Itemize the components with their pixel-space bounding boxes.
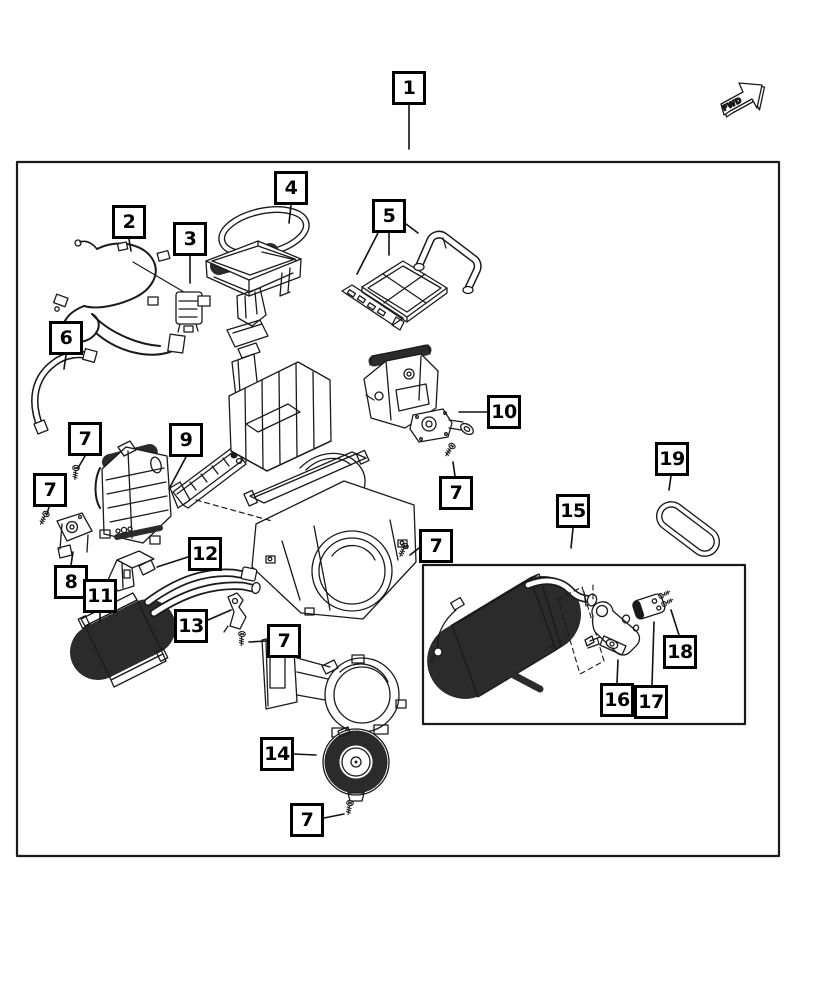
center-housing-drawing <box>228 353 332 472</box>
leader-line-8 <box>70 551 74 566</box>
callout-13[interactable]: 13 <box>174 609 208 643</box>
callout-3[interactable]: 3 <box>173 222 207 256</box>
callout-7c[interactable]: 7 <box>439 476 473 510</box>
leader-line-7d <box>409 547 420 556</box>
cabin-filter-drawing <box>341 230 482 331</box>
callout-12[interactable]: 12 <box>188 537 222 571</box>
leader-line-7b <box>46 506 50 515</box>
callout-2[interactable]: 2 <box>112 205 146 239</box>
callout-11[interactable]: 11 <box>83 579 117 613</box>
valve-bracket-drawing <box>584 601 641 656</box>
vent-actuator-drawing <box>409 408 474 443</box>
blower-motor-drawing <box>322 726 390 802</box>
callout-10[interactable]: 10 <box>487 395 521 429</box>
callout-4[interactable]: 4 <box>274 171 308 205</box>
blend-actuator-drawing <box>56 512 93 559</box>
lower-housing-drawing <box>195 449 417 620</box>
leader-line-7f <box>323 813 345 819</box>
left-housing-drawing <box>94 440 172 545</box>
inset-border <box>421 563 747 726</box>
callout-5[interactable]: 5 <box>372 199 406 233</box>
callout-18[interactable]: 18 <box>663 635 697 669</box>
leader-line-16 <box>616 659 619 684</box>
leader-line-18 <box>670 609 680 636</box>
leader-line-5 <box>405 223 419 234</box>
leader-line-7e <box>248 640 268 643</box>
callout-6[interactable]: 6 <box>49 321 83 355</box>
leader-lines <box>46 104 680 819</box>
leader-line-6 <box>63 354 67 370</box>
outlet-seal-drawing <box>655 501 721 557</box>
heater-pipes-drawing <box>143 566 261 618</box>
leader-line-5 <box>356 232 379 275</box>
callout-7a[interactable]: 7 <box>68 422 102 456</box>
callout-17[interactable]: 17 <box>634 685 668 719</box>
callout-14[interactable]: 14 <box>260 737 294 771</box>
support-bracket-drawing <box>223 592 247 633</box>
callout-8[interactable]: 8 <box>54 565 88 599</box>
leader-line-15 <box>570 527 574 549</box>
diagram-border <box>15 160 781 858</box>
callout-7e[interactable]: 7 <box>267 624 301 658</box>
leader-line-2 <box>128 238 132 252</box>
callout-1[interactable]: 1 <box>392 71 426 105</box>
callout-16[interactable]: 16 <box>600 683 634 717</box>
callout-7b[interactable]: 7 <box>33 473 67 507</box>
leader-line-13 <box>207 609 232 621</box>
fwd-arrow-icon: FWD <box>720 82 766 118</box>
leader-line-7c <box>452 461 456 477</box>
leader-line-4 <box>288 204 292 224</box>
callout-7f[interactable]: 7 <box>290 803 324 837</box>
leader-line-19 <box>668 475 672 491</box>
callout-7d[interactable]: 7 <box>419 529 453 563</box>
callout-19[interactable]: 19 <box>655 442 689 476</box>
leader-line-9 <box>168 456 187 490</box>
callout-15[interactable]: 15 <box>556 494 590 528</box>
leader-line-12 <box>156 556 189 568</box>
evaporator-drawing <box>427 573 605 699</box>
mode-actuator-drawing <box>132 261 211 333</box>
air-inlet-housing-drawing <box>205 240 302 359</box>
right-assembly-drawing <box>363 344 439 429</box>
wiring-harness-drawing <box>53 239 186 356</box>
leader-line-7a <box>77 455 86 469</box>
callout-9[interactable]: 9 <box>169 423 203 457</box>
expansion-valve-drawing <box>632 593 666 620</box>
leader-line-14 <box>293 753 317 756</box>
leader-line-17 <box>651 621 655 686</box>
